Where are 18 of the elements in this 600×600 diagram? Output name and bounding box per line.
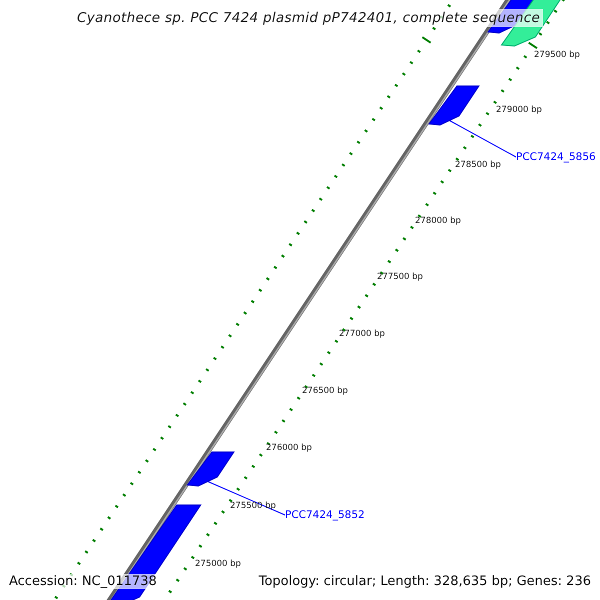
tick-label: 278000 bp: [415, 216, 461, 226]
tick-label: 275000 bp: [195, 559, 241, 569]
tick-label: 276000 bp: [266, 443, 312, 453]
tick-label: 279000 bp: [496, 105, 542, 115]
tick-label: 277000 bp: [339, 329, 385, 339]
gene-label: PCC7424_5856: [516, 151, 596, 163]
tick-label: 279500 bp: [534, 50, 580, 60]
leader-line: [449, 120, 516, 158]
tick-label: 277500 bp: [377, 272, 423, 282]
sequence-summary: Topology: circular; Length: 328,635 bp; Genes: 236: [258, 574, 591, 589]
accession-label: Accession: NC_011738: [9, 574, 157, 589]
gene-arrow: [186, 452, 235, 487]
leader-line: [207, 481, 286, 516]
gene-label: PCC7424_5852: [285, 509, 365, 521]
tick-label: 275500 bp: [230, 501, 276, 511]
gene-arrow: [428, 86, 480, 126]
tick-label: 276500 bp: [302, 386, 348, 396]
tick-label: 278500 bp: [455, 160, 501, 170]
